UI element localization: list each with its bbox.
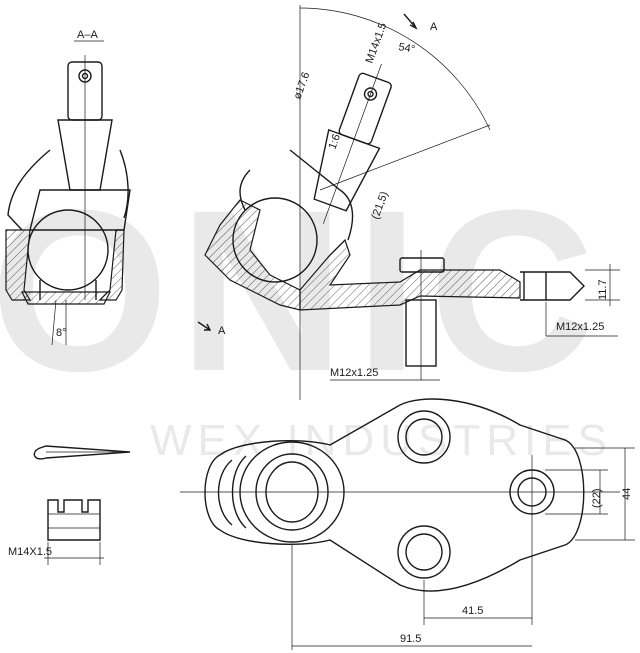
dim-915-label: 91.5 (400, 633, 421, 645)
section-label: A–A (77, 29, 98, 41)
thread-stud-label: M12x1.25 (330, 367, 378, 379)
view-a-top: A (430, 21, 438, 33)
watermark-sub: WEX INDUSTRIES (150, 416, 613, 465)
top-view: 44 (22) 41.5 91.5 (180, 398, 635, 650)
height-117-label: 11.7 (597, 279, 609, 300)
thread-right-label: M12x1.25 (556, 321, 604, 333)
angle-label: 54° (397, 41, 415, 56)
castle-nut: M14X1.5 (8, 499, 104, 565)
dim-22-label: (22) (591, 488, 603, 508)
thread-top-label: M14x1.5 (364, 21, 390, 65)
diameter-label: ø17.6 (292, 70, 313, 101)
split-pin (33, 445, 131, 460)
angle-small-label: 8° (56, 327, 67, 339)
view-a-bottom: A (218, 325, 226, 337)
taper-label: 1:6 (327, 133, 344, 151)
nut-thread-label: M14X1.5 (8, 546, 52, 558)
dim-415-label: 41.5 (462, 605, 483, 617)
dim-44-label: 44 (621, 488, 633, 500)
section-a-a-view: A–A 8° (5, 29, 131, 346)
